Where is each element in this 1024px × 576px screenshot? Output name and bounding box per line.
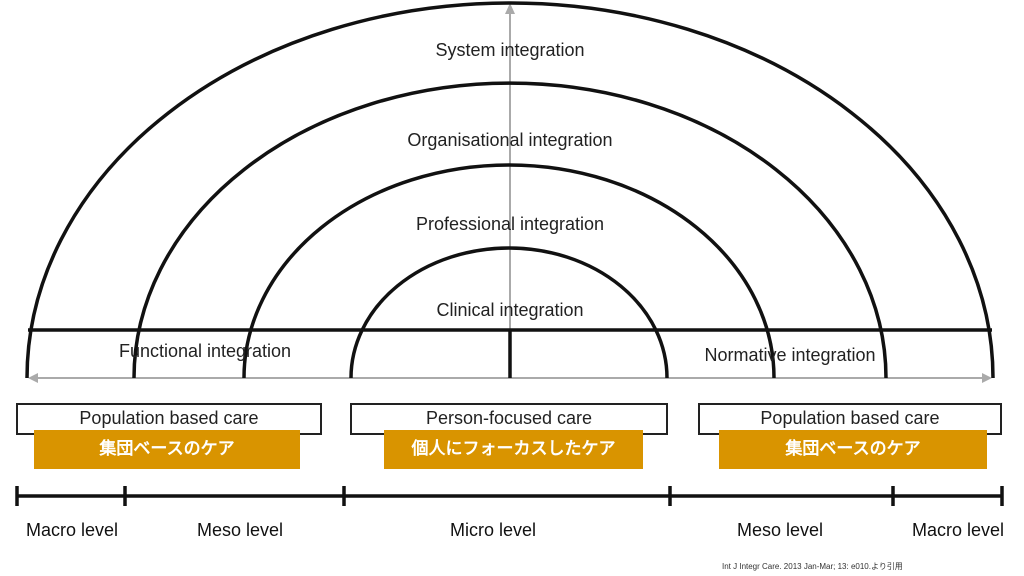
level-label: Macro level <box>911 520 1005 540</box>
arch-organisational <box>132 81 888 379</box>
person-focused-care-box: Person-focused care <box>350 403 668 435</box>
level-label: Meso level <box>736 520 824 540</box>
clinical-integration-label: Clinical integration <box>436 300 584 320</box>
population-care-box-right: Population based care <box>698 403 1002 435</box>
level-label: Micro level <box>449 520 537 540</box>
population-care-jp-left: 集団ベースのケア <box>34 430 300 469</box>
left-arrowhead <box>28 373 38 383</box>
professional-integration-label: Professional integration <box>415 214 605 234</box>
functional-integration-label: Functional integration <box>118 341 292 361</box>
system-integration-label: System integration <box>435 40 585 60</box>
citation: Int J Integr Care. 2013 Jan-Mar; 13: e01… <box>722 562 903 571</box>
arch-clinical <box>349 246 669 379</box>
person-focused-care-jp: 個人にフォーカスしたケア <box>384 430 643 469</box>
level-label: Macro level <box>25 520 119 540</box>
level-label: Meso level <box>196 520 284 540</box>
population-care-jp-right: 集団ベースのケア <box>719 430 987 469</box>
arch-system <box>25 1 995 379</box>
normative-integration-label: Normative integration <box>704 345 876 365</box>
population-care-box-left: Population based care <box>16 403 322 435</box>
arch-professional <box>242 163 776 379</box>
organisational-integration-label: Organisational integration <box>407 130 613 150</box>
vertical-arrowhead <box>505 3 515 14</box>
right-arrowhead <box>982 373 992 383</box>
